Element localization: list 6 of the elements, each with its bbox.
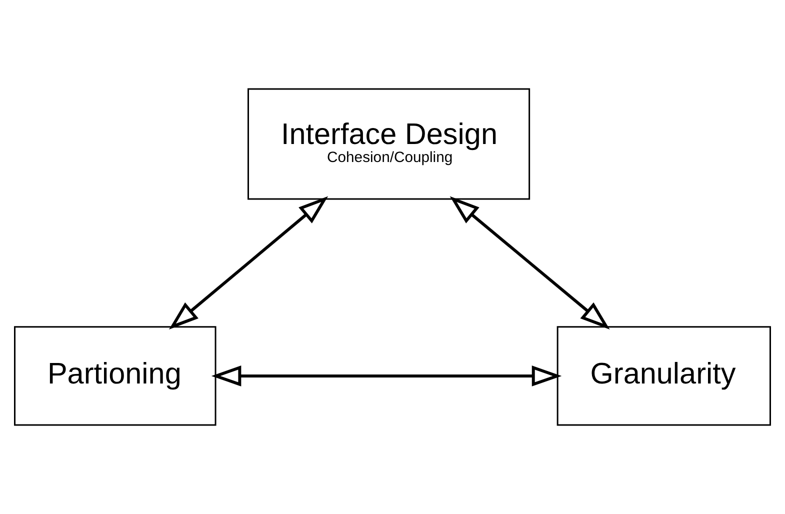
node-box: Interface Design Cohesion/Coupling [248,88,530,200]
node-box: Granularity [556,326,771,426]
arrow [211,366,562,386]
arrow [168,196,328,330]
arrow [450,196,610,330]
node-box: Partioning [14,326,216,426]
